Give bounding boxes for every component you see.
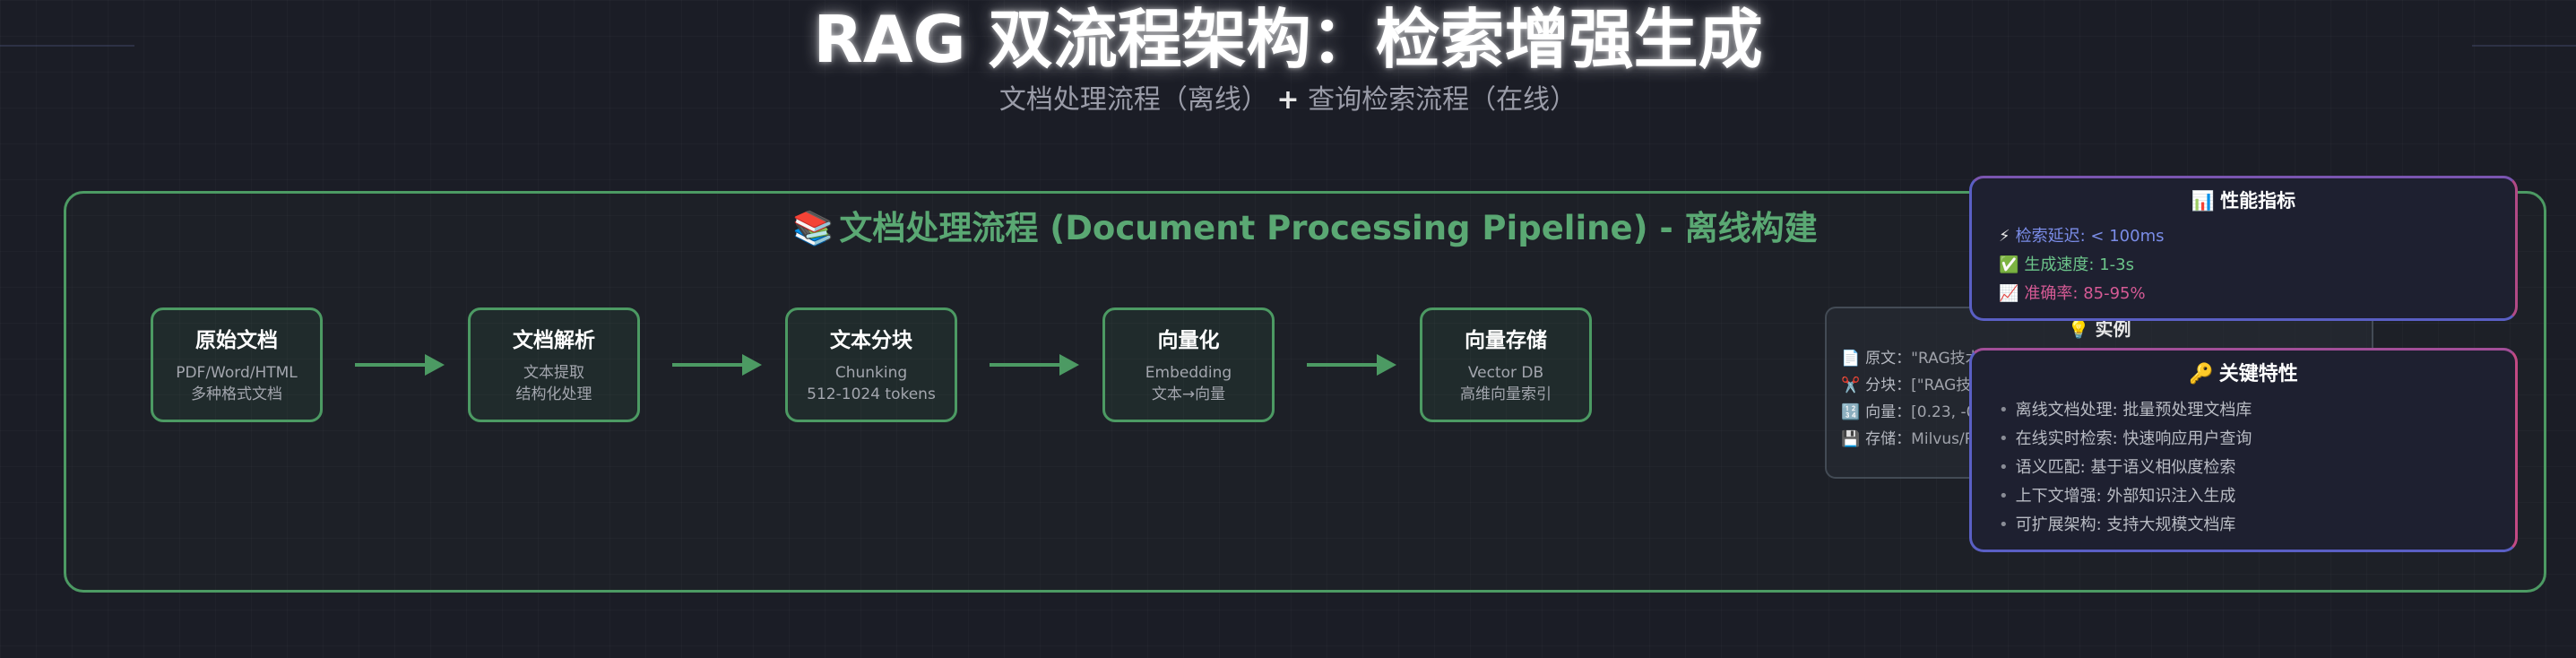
pipeline-title-text: 文档处理流程 (Document Processing Pipeline) - … bbox=[839, 209, 1818, 247]
bullet: • bbox=[1999, 401, 2009, 420]
step-title: 原始文档 bbox=[195, 329, 278, 352]
step-detail: Vector DB bbox=[1467, 364, 1544, 382]
metric-accuracy: 📈 准确率: 85-95% bbox=[1999, 282, 2146, 306]
metric-text: 生成速度: 1-3s bbox=[2024, 255, 2134, 274]
metric-text: 准确率: 85-95% bbox=[2024, 284, 2146, 303]
feature-text: 离线文档处理: 批量预处理文档库 bbox=[2015, 401, 2252, 420]
page-title: RAG 双流程架构：检索增强生成 bbox=[813, 2, 1763, 77]
arrow-right-icon bbox=[672, 354, 762, 376]
step-detail: Chunking bbox=[834, 364, 908, 382]
step-title: 向量化 bbox=[1157, 329, 1220, 352]
scissors-icon: ✂️ bbox=[1841, 377, 1861, 394]
metrics-title: 📊性能指标 bbox=[1972, 187, 2515, 214]
step-detail: 文本→向量 bbox=[1151, 385, 1226, 403]
step-detail: 多种格式文档 bbox=[191, 385, 282, 403]
bullet: • bbox=[1999, 458, 2009, 477]
example-title: 💡实例 bbox=[1827, 317, 2372, 341]
bar-chart-icon: 📊 bbox=[2191, 190, 2216, 212]
feature-item: • 语义匹配: 基于语义相似度检索 bbox=[1999, 456, 2235, 480]
page-subtitle: 文档处理流程（离线） + 查询检索流程（在线） bbox=[0, 82, 2576, 118]
subtitle-plus: + bbox=[1276, 84, 1300, 116]
subtitle-offline: 文档处理流程（离线） bbox=[998, 84, 1268, 116]
example-label: 分块： bbox=[1865, 377, 1912, 394]
arrow-right-icon bbox=[355, 354, 445, 376]
bullet: • bbox=[1999, 515, 2009, 534]
key-icon: 🔑 bbox=[2189, 363, 2214, 385]
feature-item: • 在线实时检索: 快速响应用户查询 bbox=[1999, 428, 2252, 451]
document-icon: 📄 bbox=[1841, 350, 1861, 368]
arrow-right-icon bbox=[1307, 354, 1396, 376]
metrics-title-text: 性能指标 bbox=[2220, 190, 2296, 212]
metric-generation-speed: ✅ 生成速度: 1-3s bbox=[1999, 254, 2134, 277]
arrow-right-icon bbox=[990, 354, 1079, 376]
pipeline-title: 📚文档处理流程 (Document Processing Pipeline) -… bbox=[66, 206, 2544, 251]
step-title: 向量存储 bbox=[1465, 329, 1547, 352]
step-detail: 高维向量索引 bbox=[1460, 385, 1552, 403]
key-features-card: 🔑关键特性 • 离线文档处理: 批量预处理文档库 • 在线实时检索: 快速响应用户查… bbox=[1969, 348, 2518, 552]
example-label: 存储： bbox=[1865, 430, 1912, 448]
bullet: • bbox=[1999, 487, 2009, 506]
example-label: 向量： bbox=[1865, 403, 1912, 421]
feature-item: • 离线文档处理: 批量预处理文档库 bbox=[1999, 399, 2252, 422]
step-vector-storage: 向量存储 Vector DB 高维向量索引 bbox=[1420, 307, 1592, 422]
decorative-line-right bbox=[2472, 45, 2576, 47]
feature-text: 在线实时检索: 快速响应用户查询 bbox=[2015, 429, 2252, 448]
step-detail: 结构化处理 bbox=[515, 385, 592, 403]
step-title: 文本分块 bbox=[830, 329, 912, 352]
step-text-chunking: 文本分块 Chunking 512-1024 tokens bbox=[785, 307, 957, 422]
bullet: • bbox=[1999, 429, 2009, 448]
trend-up-icon: 📈 bbox=[1999, 284, 2019, 303]
features-title-text: 关键特性 bbox=[2218, 363, 2298, 385]
step-title: 文档解析 bbox=[513, 329, 595, 352]
step-embedding: 向量化 Embedding 文本→向量 bbox=[1102, 307, 1275, 422]
lightning-icon: ⚡ bbox=[1999, 227, 2010, 246]
example-label: 原文： bbox=[1865, 350, 1912, 368]
feature-item: • 上下文增强: 外部知识注入生成 bbox=[1999, 485, 2235, 508]
floppy-disk-icon: 💾 bbox=[1841, 430, 1861, 448]
step-detail: PDF/Word/HTML bbox=[176, 364, 298, 382]
feature-text: 可扩展架构: 支持大规模文档库 bbox=[2015, 515, 2236, 534]
step-detail: 512-1024 tokens bbox=[807, 385, 936, 403]
step-raw-documents: 原始文档 PDF/Word/HTML 多种格式文档 bbox=[151, 307, 323, 422]
step-detail: 文本提取 bbox=[523, 364, 584, 382]
step-detail: Embedding bbox=[1145, 364, 1232, 382]
subtitle-online: 查询检索流程（在线） bbox=[1308, 84, 1578, 116]
decorative-line-left bbox=[0, 45, 134, 47]
feature-text: 语义匹配: 基于语义相似度检索 bbox=[2015, 458, 2236, 477]
metric-latency: ⚡ 检索延迟: < 100ms bbox=[1999, 225, 2165, 248]
feature-text: 上下文增强: 外部知识注入生成 bbox=[2015, 487, 2236, 506]
performance-metrics-card: 📊性能指标 ⚡ 检索延迟: < 100ms ✅ 生成速度: 1-3s 📈 准确率: 8… bbox=[1969, 176, 2518, 321]
step-document-parsing: 文档解析 文本提取 结构化处理 bbox=[468, 307, 640, 422]
example-title-text: 实例 bbox=[2095, 318, 2131, 340]
numbers-icon: 🔢 bbox=[1841, 403, 1861, 421]
feature-item: • 可扩展架构: 支持大规模文档库 bbox=[1999, 514, 2235, 537]
check-icon: ✅ bbox=[1999, 255, 2019, 274]
features-title: 🔑关键特性 bbox=[1972, 361, 2515, 388]
metric-text: 检索延迟: < 100ms bbox=[2015, 227, 2165, 246]
books-icon: 📚 bbox=[792, 209, 834, 247]
lightbulb-icon: 💡 bbox=[2067, 318, 2090, 340]
